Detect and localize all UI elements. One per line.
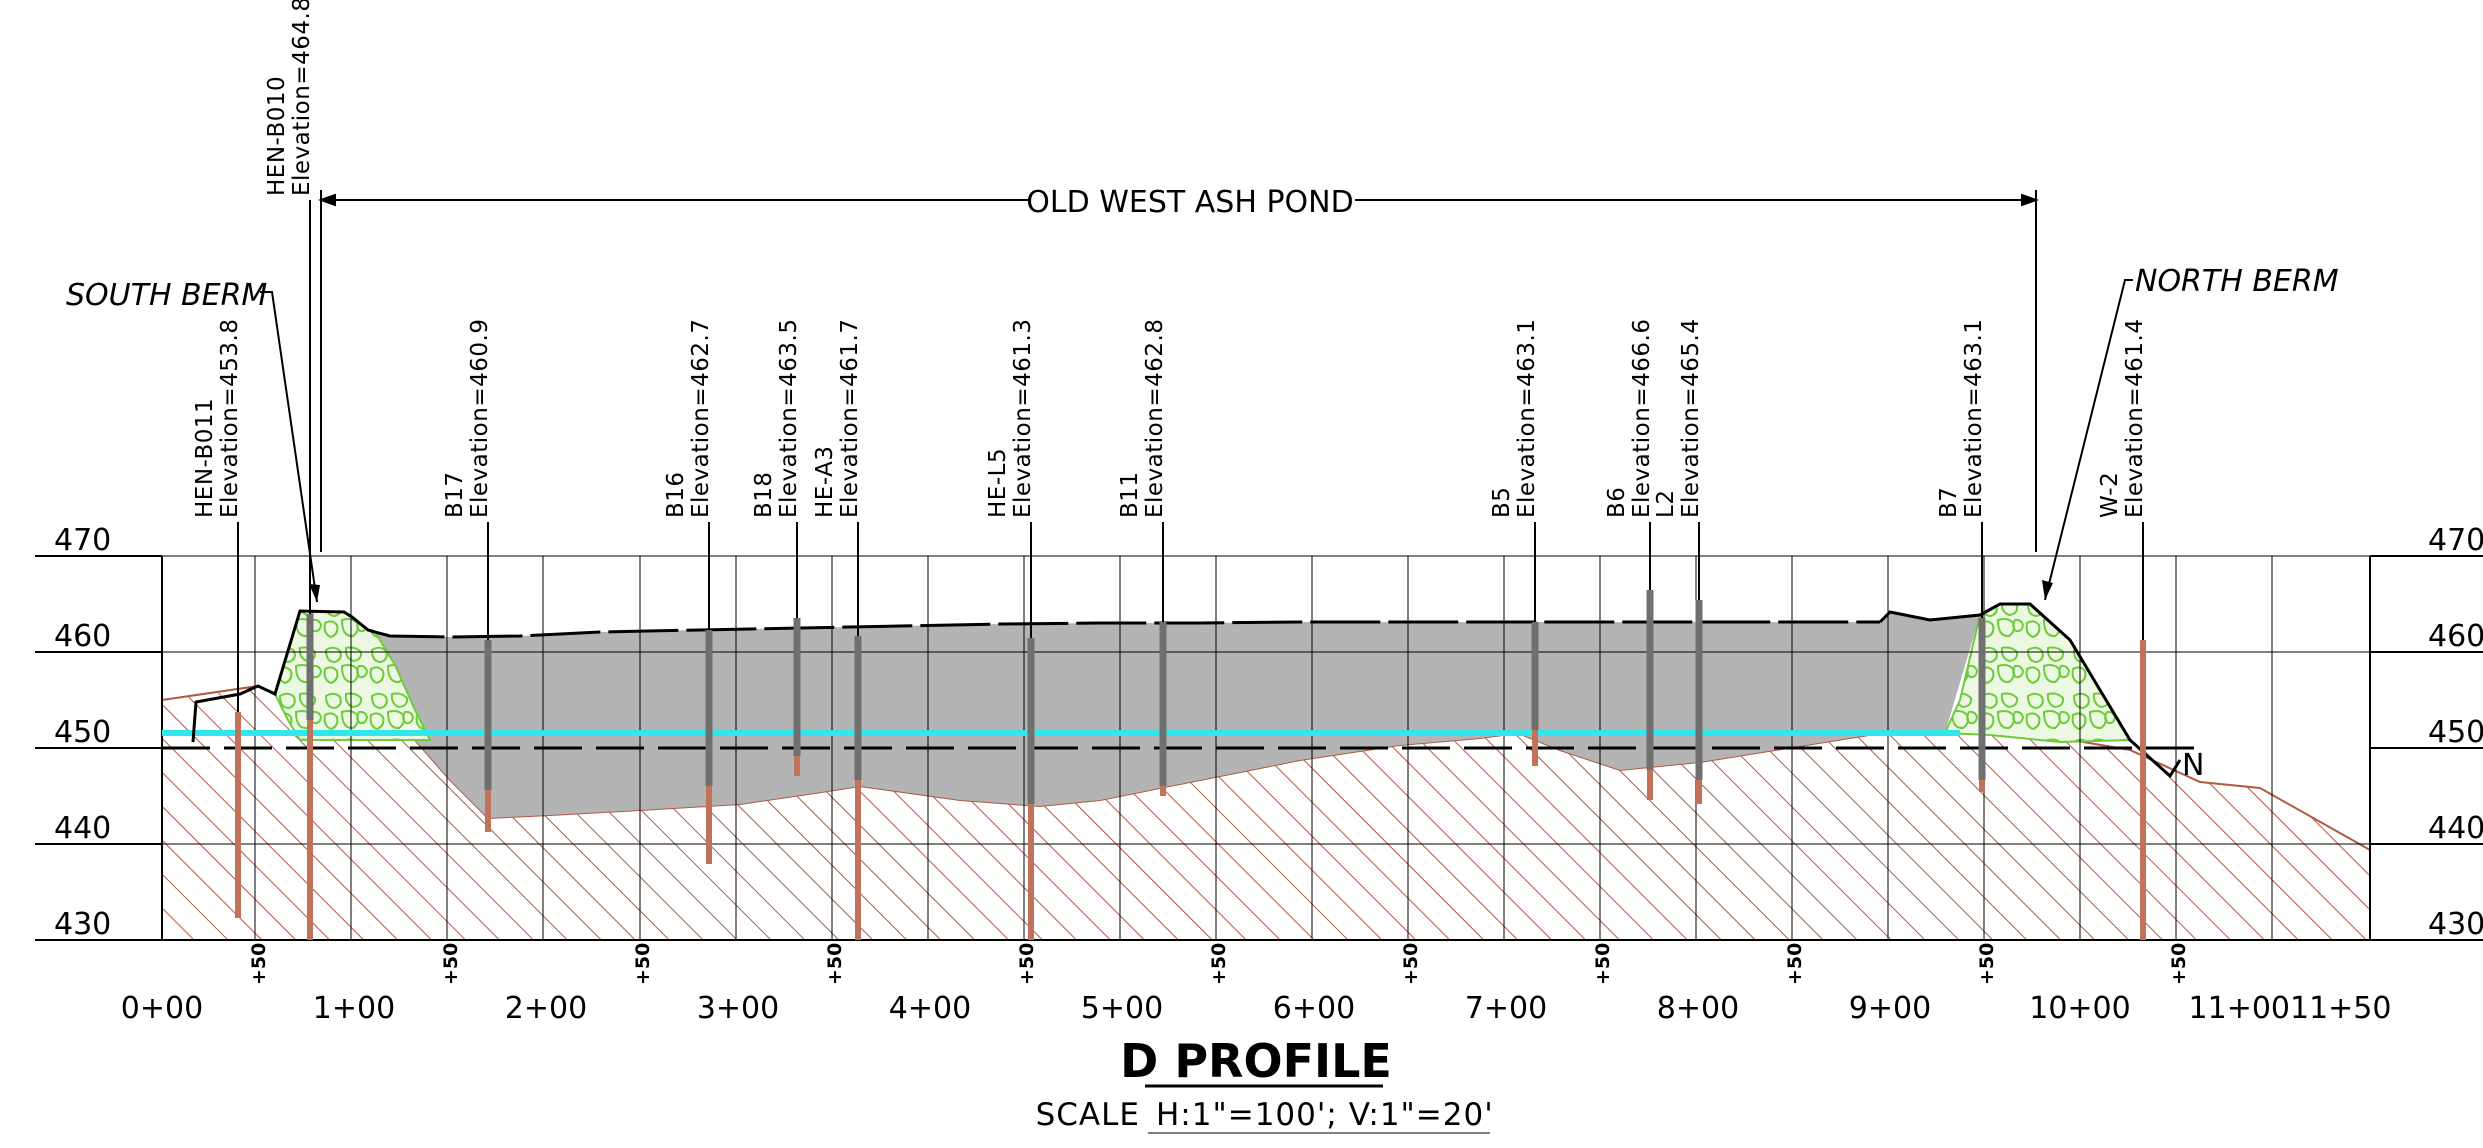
y-label: 470 bbox=[2428, 523, 2483, 558]
station-label: 11+50 bbox=[2290, 991, 2391, 1026]
y-label: 440 bbox=[54, 811, 111, 846]
y-label: 450 bbox=[2428, 715, 2483, 750]
boring-elevation: Elevation=466.6 bbox=[1629, 319, 1655, 518]
boring-name: B18 bbox=[751, 471, 777, 518]
ash-fill-layer bbox=[375, 612, 1980, 818]
boring-name: HEN-B011 bbox=[192, 398, 218, 518]
south-berm-leader bbox=[260, 291, 318, 603]
boring-name: B5 bbox=[1489, 487, 1515, 518]
y-label: 460 bbox=[2428, 619, 2483, 654]
pond-extent-dimension bbox=[318, 190, 2039, 552]
south-berm-label: SOUTH BERM bbox=[66, 278, 267, 313]
boring-name: B6 bbox=[1604, 487, 1630, 518]
station-label: 4+00 bbox=[889, 991, 971, 1026]
boring-elevation: Elevation=464.8 bbox=[289, 0, 315, 196]
half-station-label: +50 bbox=[1592, 943, 1614, 985]
boring-name: B17 bbox=[442, 471, 468, 518]
boring-elevation: Elevation=461.4 bbox=[2122, 319, 2148, 518]
y-label: 450 bbox=[54, 715, 111, 750]
half-station-label: +50 bbox=[248, 943, 270, 985]
boring-elevation: Elevation=463.1 bbox=[1961, 319, 1987, 518]
boring-elevation: Elevation=463.5 bbox=[776, 319, 802, 518]
y-label: 430 bbox=[54, 907, 111, 942]
north-berm-leader bbox=[2044, 279, 2133, 601]
north-surface-line bbox=[1878, 602, 2182, 779]
south-berm-arrowhead bbox=[309, 584, 320, 602]
boring-name: B11 bbox=[1117, 471, 1143, 518]
boring-name: W-2 bbox=[2097, 472, 2123, 518]
y-axis-left: 470 460 450 440 430 bbox=[54, 523, 111, 942]
station-label: 8+00 bbox=[1657, 991, 1739, 1026]
x-axis-stations: 0+00 1+00 2+00 3+00 4+00 5+00 6+00 7+00 … bbox=[121, 991, 2392, 1026]
pond-label: OLD WEST ASH POND bbox=[1026, 185, 1353, 220]
scale-value: H:1"=100'; V:1"=20' bbox=[1156, 1097, 1494, 1133]
station-label: 5+00 bbox=[1081, 991, 1163, 1026]
half-station-label: +50 bbox=[824, 943, 846, 985]
boring-name: B7 bbox=[1936, 487, 1962, 518]
profile-title: D PROFILE bbox=[1120, 1034, 1392, 1088]
half-station-label: +50 bbox=[440, 943, 462, 985]
half-station-label: +50 bbox=[1400, 943, 1422, 985]
half-station-labels: +50 +50 +50 +50 +50 +50 +50 +50 +50 +50 … bbox=[248, 943, 2190, 985]
station-label: 2+00 bbox=[505, 991, 587, 1026]
frame bbox=[35, 555, 2483, 941]
north-berm-arrowhead bbox=[2042, 580, 2053, 600]
boring-elevation: Elevation=462.7 bbox=[688, 319, 714, 518]
half-station-label: +50 bbox=[632, 943, 654, 985]
half-station-label: +50 bbox=[1784, 943, 1806, 985]
boring-elevation: Elevation=460.9 bbox=[467, 319, 493, 518]
ground-surface-line bbox=[191, 609, 376, 743]
north-berm-label: NORTH BERM bbox=[2135, 264, 2339, 299]
north-arrow-label: N bbox=[2182, 748, 2204, 783]
scale-label: SCALE bbox=[1036, 1097, 1140, 1133]
station-label: 3+00 bbox=[697, 991, 779, 1026]
half-station-label: +50 bbox=[1016, 943, 1038, 985]
station-label: 6+00 bbox=[1273, 991, 1355, 1026]
station-label: 7+00 bbox=[1465, 991, 1547, 1026]
boring-elevation: Elevation=465.4 bbox=[1678, 319, 1704, 518]
boring-name: B16 bbox=[663, 471, 689, 518]
y-axis-right: 470 460 450 440 430 bbox=[2428, 523, 2483, 942]
boring-elevation: Elevation=461.7 bbox=[837, 319, 863, 518]
y-label: 430 bbox=[2428, 907, 2483, 942]
boring-elevation: Elevation=461.3 bbox=[1010, 319, 1036, 518]
boring-name: HE-A3 bbox=[812, 446, 838, 519]
station-label: 9+00 bbox=[1849, 991, 1931, 1026]
station-label: 0+00 bbox=[121, 991, 203, 1026]
y-label: 470 bbox=[54, 523, 111, 558]
boring-name: HEN-B010 bbox=[264, 76, 290, 196]
half-station-label: +50 bbox=[1208, 943, 1230, 985]
boring-elevation: Elevation=463.1 bbox=[1514, 319, 1540, 518]
half-station-label: +50 bbox=[2168, 943, 2190, 985]
pond-surface-line bbox=[374, 620, 1880, 639]
half-station-label: +50 bbox=[1976, 943, 1998, 985]
boring-elevation: Elevation=453.8 bbox=[217, 319, 243, 518]
boring-name: HE-L5 bbox=[985, 448, 1011, 518]
boring-name: L2 bbox=[1653, 490, 1679, 518]
y-label: 460 bbox=[54, 619, 111, 654]
station-label: 10+00 bbox=[2029, 991, 2130, 1026]
station-label: 1+00 bbox=[313, 991, 395, 1026]
station-label: 11+00 bbox=[2189, 991, 2290, 1026]
boring-elevation: Elevation=462.8 bbox=[1142, 319, 1168, 518]
y-label: 440 bbox=[2428, 811, 2483, 846]
